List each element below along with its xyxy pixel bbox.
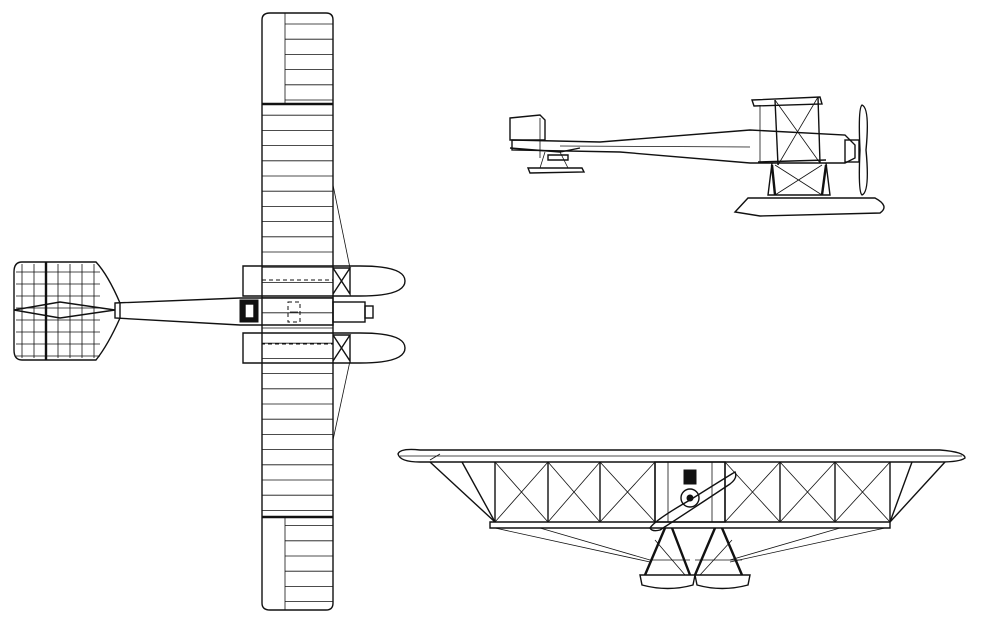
side-float-struts bbox=[767, 162, 831, 196]
rib-line bbox=[547, 461, 601, 523]
side-tail-float bbox=[526, 151, 586, 174]
front-flying-wires bbox=[494, 527, 886, 563]
plan-floats bbox=[242, 265, 406, 364]
rib-line bbox=[599, 461, 656, 523]
plan-tailplane bbox=[13, 261, 121, 361]
plan-view bbox=[13, 12, 406, 611]
side-main-float bbox=[733, 197, 885, 217]
front-view bbox=[397, 448, 966, 590]
wing-ribs bbox=[262, 23, 333, 602]
rib-line bbox=[779, 461, 836, 523]
plan-fuselage bbox=[114, 297, 374, 326]
side-view bbox=[509, 96, 885, 217]
plan-wing bbox=[261, 12, 334, 611]
rib-line bbox=[494, 461, 549, 523]
side-propeller bbox=[844, 104, 869, 196]
front-lower-wing bbox=[489, 521, 891, 529]
rib-line bbox=[724, 461, 781, 523]
plan-bracing-wires bbox=[332, 184, 351, 441]
front-upper-wing bbox=[397, 448, 966, 463]
front-floats bbox=[639, 574, 751, 590]
rib-line bbox=[834, 461, 891, 523]
side-fuselage bbox=[511, 129, 856, 164]
side-wing-cell bbox=[751, 96, 827, 166]
front-fuselage-engine bbox=[649, 461, 737, 532]
front-float-struts bbox=[643, 527, 744, 576]
front-outboard-bracing bbox=[429, 453, 946, 523]
